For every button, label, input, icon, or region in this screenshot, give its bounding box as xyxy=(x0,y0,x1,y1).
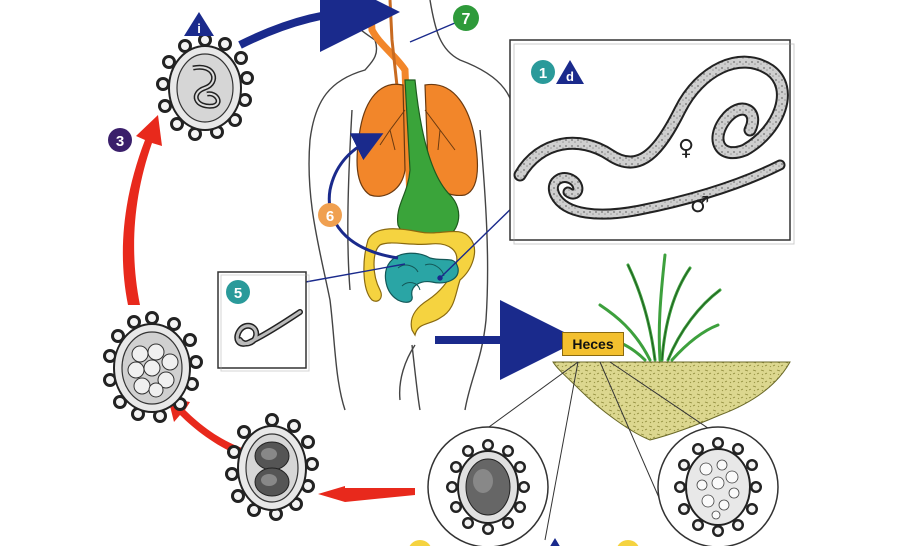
left-lung xyxy=(356,83,406,197)
badge-5: 5 xyxy=(226,280,250,304)
migration-path-to-lungs xyxy=(327,133,399,260)
svg-text:i: i xyxy=(197,21,201,36)
bronchi xyxy=(379,109,456,151)
magnified-egg-unfertile xyxy=(657,426,779,548)
svg-text:3: 3 xyxy=(116,133,124,150)
svg-text:1: 1 xyxy=(539,65,547,82)
bottom-partial-badges xyxy=(408,538,640,551)
badge-3: 3 xyxy=(108,128,132,152)
badge-6: 6 xyxy=(318,203,342,227)
feces-label: Heces xyxy=(562,332,624,356)
egg-morula xyxy=(103,311,203,423)
badge-7: 7 xyxy=(453,5,479,31)
ingestion-arrow xyxy=(238,0,400,53)
svg-text:7: 7 xyxy=(462,11,471,28)
svg-text:6: 6 xyxy=(326,208,334,225)
diagnostic-stage-triangle-d: d xyxy=(556,60,584,84)
svg-text:5: 5 xyxy=(234,285,242,302)
trachea xyxy=(388,0,400,96)
svg-text:d: d xyxy=(566,69,574,84)
infective-stage-triangle-i: i xyxy=(184,12,214,36)
adult-worms-inset xyxy=(509,39,795,245)
female-symbol: ♀ xyxy=(678,136,694,161)
large-intestine xyxy=(363,228,475,337)
egg-two-cell xyxy=(225,413,319,521)
badge-1: 1 xyxy=(531,60,555,84)
male-symbol: ♂ xyxy=(690,193,710,218)
magnified-egg-fertile xyxy=(427,426,549,548)
red-cycle-arrows xyxy=(122,115,415,502)
egg-infective-larva xyxy=(156,33,254,141)
